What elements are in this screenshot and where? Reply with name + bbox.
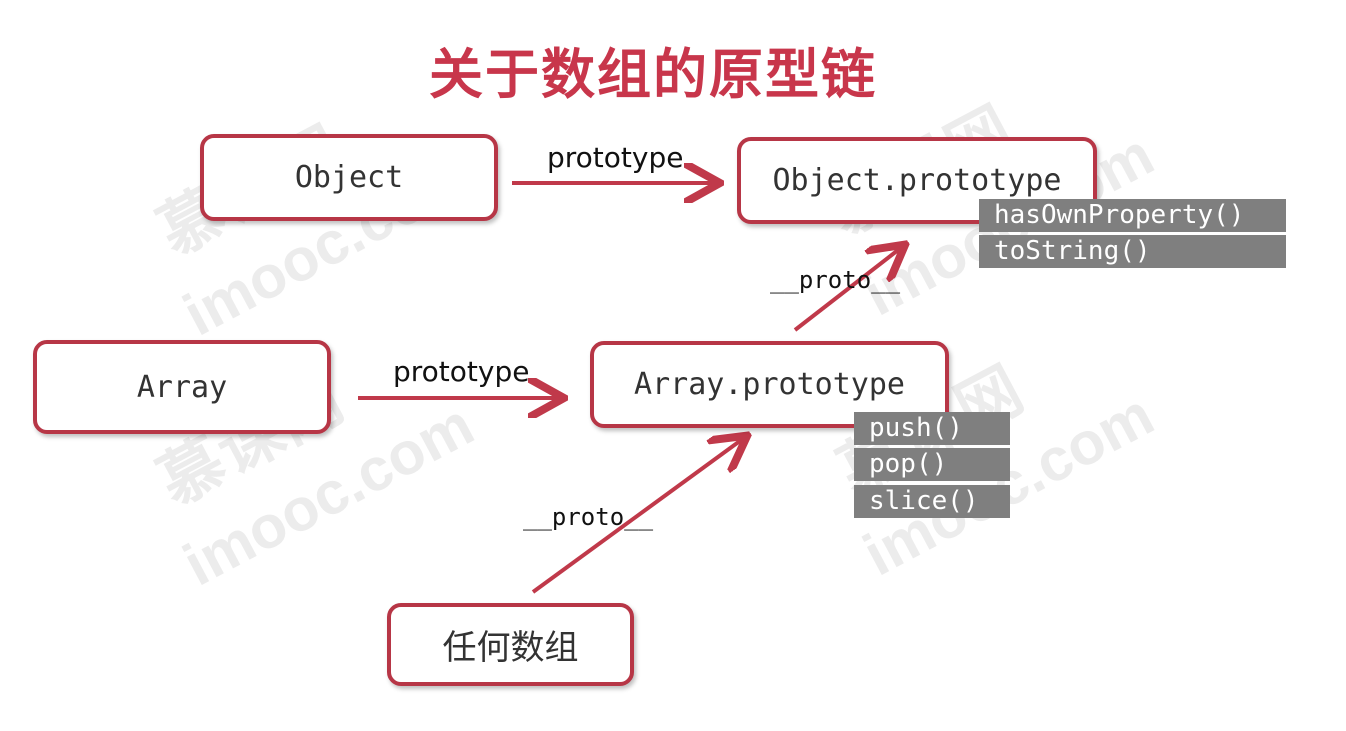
edge-any-array-to-array-prototype (531, 438, 744, 594)
edge-array-prototype-to-object-prototype (793, 247, 902, 332)
node-any-array: 任何数组 (387, 603, 634, 686)
array-prototype-method: pop() (854, 448, 1010, 481)
object-prototype-method: toString() (979, 235, 1286, 268)
node-array-prototype: Array.prototype (590, 341, 949, 428)
array-prototype-method: push() (854, 412, 1010, 445)
edge-label-object-prototype: prototype (547, 141, 684, 174)
edge-label-array-proto: __proto__ (770, 266, 901, 294)
array-prototype-method: slice() (854, 485, 1010, 518)
node-object: Object (200, 134, 498, 221)
object-prototype-method: hasOwnProperty() (979, 199, 1286, 232)
edge-label-any-array-proto: __proto__ (523, 503, 654, 531)
node-array: Array (33, 340, 331, 434)
page-title: 关于数组的原型链 (429, 43, 877, 106)
edge-label-array-prototype: prototype (393, 355, 530, 388)
